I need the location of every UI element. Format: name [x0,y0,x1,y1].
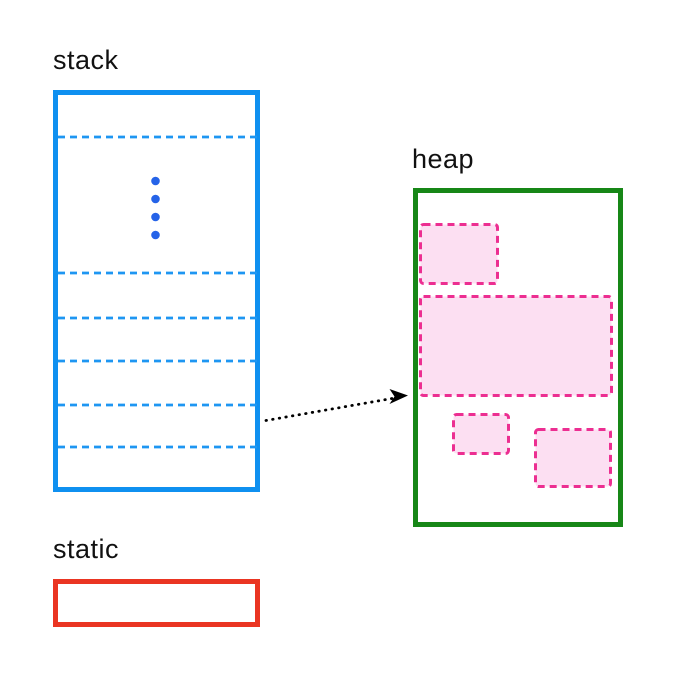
stack-region-rect [53,90,260,492]
ellipsis-dot [151,230,160,240]
arrow-dotted-line [264,397,394,422]
heap-allocated-blocks [419,223,613,488]
arrow-head-icon [389,389,408,404]
stack-to-heap-arrow [264,389,408,422]
ellipsis-dot [151,212,160,222]
ellipsis-dot [151,194,160,204]
heap-block-small-top [419,223,499,285]
heap-region-rect [413,188,623,527]
stack-label: stack [53,45,119,75]
static-label: static [53,534,119,564]
stack-frame-dividers [58,135,257,449]
heap-block-small-bottom-left [452,413,510,455]
heap-block-bottom-right [534,428,612,488]
heap-block-large-middle [419,295,613,397]
ellipsis-dots [151,176,160,240]
heap-label: heap [412,144,474,174]
static-region-rect [53,579,260,627]
ellipsis-dot [151,176,160,186]
